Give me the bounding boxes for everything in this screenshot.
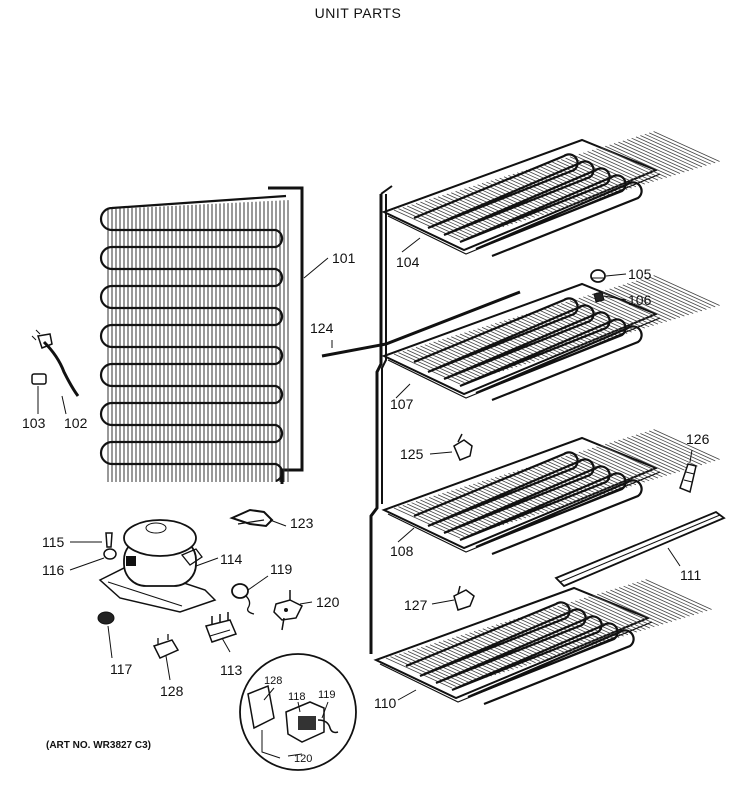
tube-clip: [453, 585, 475, 611]
callout-111: 111: [680, 567, 701, 583]
callout-125: 125: [400, 446, 424, 462]
inset-callout-128: 128: [264, 675, 282, 687]
relay-clip: [229, 508, 274, 528]
callout-127: 127: [404, 597, 428, 613]
cover-clip: [273, 590, 304, 631]
overload: [231, 583, 255, 615]
callout-104: 104: [396, 254, 420, 270]
callout-126: 126: [686, 431, 710, 447]
power-cord: [31, 329, 80, 397]
callout-128: 128: [160, 683, 184, 699]
defrost-sensor: [679, 463, 697, 494]
callout-113: 113: [220, 662, 243, 678]
suction-tube: [321, 290, 521, 358]
callout-105: 105: [628, 266, 652, 282]
thermostat-knob: [590, 269, 606, 283]
condenser: [99, 186, 304, 484]
evaporator-shelf: [381, 275, 720, 402]
callout-101: 101: [332, 250, 356, 266]
evaporator-shelf: [381, 429, 720, 556]
knob-shaft: [593, 291, 605, 303]
evaporator-shelf: [373, 579, 712, 706]
inset-callout-120: 120: [294, 753, 312, 765]
leader-lines: [37, 237, 693, 757]
capacitor-clip: [152, 634, 180, 659]
callout-116: 116: [42, 562, 65, 578]
compressor-grommet: [103, 548, 117, 560]
trim-strip: [554, 510, 726, 588]
callout-107: 107: [390, 396, 414, 412]
callout-102: 102: [64, 415, 88, 431]
cord-clip: [31, 373, 47, 385]
art-number: (ART NO. WR3827 C3): [46, 740, 151, 751]
callout-115: 115: [42, 534, 65, 550]
compressor: [98, 519, 217, 613]
callout-123: 123: [290, 515, 314, 531]
evaporator-tubing: [369, 185, 393, 654]
evaporator-shelf: [381, 131, 720, 258]
compressor-bolt: [105, 532, 113, 548]
diagram-title: UNIT PARTS: [315, 5, 402, 21]
callout-114: 114: [220, 551, 243, 567]
callout-103: 103: [22, 415, 46, 431]
callout-120: 120: [316, 594, 340, 610]
terminal-block: [205, 612, 238, 643]
callout-117: 117: [110, 661, 133, 677]
compressor-mount: [97, 611, 115, 625]
inset-callout-119: 119: [318, 689, 336, 701]
inset-callout-labels: 128 118 119 120: [264, 675, 336, 765]
callout-108: 108: [390, 543, 414, 559]
callout-106: 106: [628, 292, 652, 308]
inset-callout-118: 118: [288, 691, 306, 703]
shelf-clip: [453, 433, 473, 461]
detail-inset: [239, 653, 357, 771]
callout-labels: 101 102 103 104 105 106 107 108 110 111 …: [22, 250, 710, 711]
callout-124: 124: [310, 320, 334, 336]
callout-110: 110: [374, 695, 397, 711]
callout-119: 119: [270, 561, 293, 577]
